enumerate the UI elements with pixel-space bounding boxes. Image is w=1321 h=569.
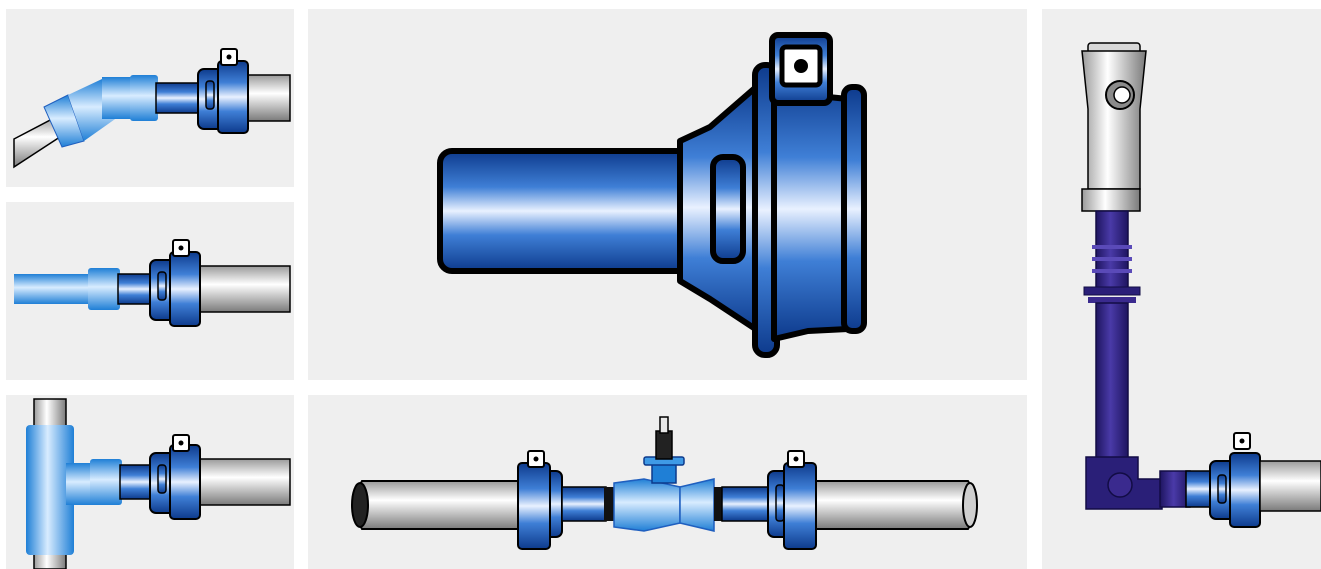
panel-tee-branch-connection (6, 395, 294, 569)
hydrant-head-icon (1081, 42, 1147, 212)
gate-valve-icon (604, 416, 724, 532)
panel-angled-bend-connection (6, 9, 294, 187)
bend-fitting-icon (43, 75, 205, 148)
pipe-clamp-coupler-icon (197, 48, 249, 134)
pipe-icon (193, 458, 291, 506)
pipe-icon (351, 480, 978, 530)
pipe-clamp-coupler-icon (1185, 432, 1261, 528)
pipe-icon (1259, 460, 1321, 512)
elbow-icon (1085, 456, 1191, 510)
pipe-icon (14, 274, 92, 304)
panel-inline-valve-assembly (308, 395, 1027, 569)
pipe-clamp-coupler-icon (517, 450, 607, 550)
panel-straight-reducer-connection (6, 202, 294, 380)
panel-coupler-detail (308, 9, 1027, 380)
reducer-fitting-icon (88, 268, 155, 310)
riser-pipe-icon (1083, 210, 1141, 460)
tee-fitting-icon (26, 425, 157, 555)
pipe-clamp-coupler-icon (149, 239, 201, 327)
pipe-clamp-coupler-icon (149, 434, 201, 520)
pipe-icon (193, 265, 291, 313)
panel-hydrant-riser-assembly (1042, 9, 1321, 569)
pipe-clamp-coupler-icon (437, 32, 867, 358)
pipe-clamp-coupler-icon (721, 450, 817, 550)
